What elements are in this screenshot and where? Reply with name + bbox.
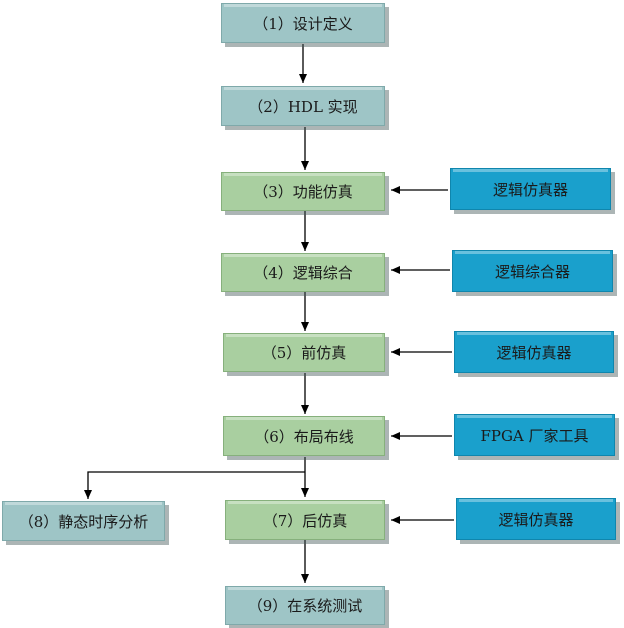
step-label: （4）逻辑综合: [253, 264, 353, 282]
step-label: （5）前仿真: [261, 344, 347, 362]
step-place-and-route: （6）布局布线: [223, 416, 385, 456]
step-label: （9）在系统测试: [247, 597, 363, 615]
tool-label: 逻辑仿真器: [498, 510, 574, 529]
step-logic-synthesis: （4）逻辑综合: [221, 253, 385, 292]
tool-label: 逻辑仿真器: [492, 180, 568, 199]
tool-label: 逻辑综合器: [494, 262, 570, 281]
step-label: （8）静态时序分析: [18, 512, 149, 531]
step-label: （1）设计定义: [253, 14, 353, 33]
step-label: （6）布局布线: [254, 427, 354, 446]
step-hdl-implementation: （2）HDL 实现: [221, 86, 385, 126]
tool-fpga-vendor: FPGA 厂家工具: [454, 414, 615, 456]
tool-logic-simulator-2: 逻辑仿真器: [454, 331, 614, 373]
step-label: （3）功能仿真: [253, 183, 353, 201]
tool-logic-simulator-1: 逻辑仿真器: [450, 168, 611, 210]
arrow-s6-s8: [84, 471, 305, 499]
step-pre-simulation: （5）前仿真: [223, 333, 385, 372]
tool-logic-synthesizer: 逻辑综合器: [452, 250, 613, 292]
step-label: （2）HDL 实现: [248, 97, 358, 116]
step-post-simulation: （7）后仿真: [225, 500, 385, 540]
step-functional-simulation: （3）功能仿真: [221, 172, 385, 211]
tool-label: FPGA 厂家工具: [480, 426, 589, 445]
step-static-timing-analysis: （8）静态时序分析: [2, 501, 165, 541]
step-in-system-test: （9）在系统测试: [225, 586, 385, 625]
tool-label: 逻辑仿真器: [496, 343, 572, 362]
step-label: （7）后仿真: [262, 511, 348, 530]
step-design-definition: （1）设计定义: [221, 3, 385, 43]
tool-logic-simulator-3: 逻辑仿真器: [456, 498, 616, 540]
